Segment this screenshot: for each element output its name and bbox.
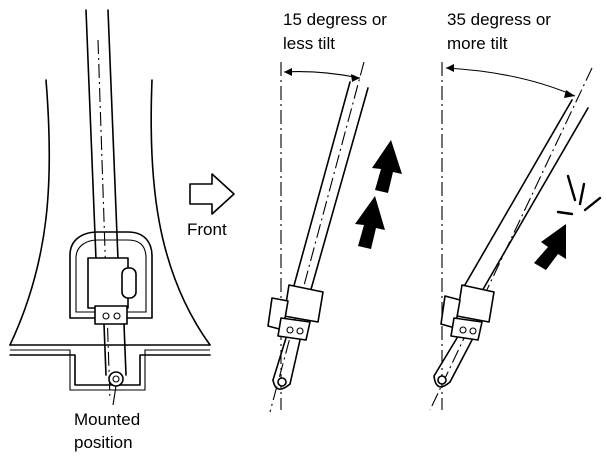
impact-rays-icon (556, 174, 602, 216)
body-outline-right (150, 79, 211, 346)
tube-right-edge (107, 9, 119, 261)
shaft-15-left (272, 337, 287, 381)
floor-line-lower (9, 354, 211, 386)
mounted-leader (112, 385, 117, 406)
rod-35-left (461, 99, 573, 291)
shaft-35-end (433, 375, 451, 388)
right-tilt-label-line2: more tilt (447, 34, 508, 53)
pivot-pin-inner (112, 375, 120, 383)
up-arrow-icon-1 (372, 140, 402, 193)
left-tilt-label-line1: 15 degress or (283, 10, 387, 29)
right-tilt-label-line1: 35 degress or (447, 10, 551, 29)
arc-arrowhead-15a (284, 68, 292, 76)
tilt-35-assembly (429, 62, 593, 411)
mounted-label-line2: position (74, 433, 133, 452)
hinge-housing (69, 231, 153, 319)
pivot-pin (108, 371, 124, 387)
rod-15-right (307, 87, 369, 301)
rod-15-centerline (269, 61, 365, 413)
rod-35-right (477, 107, 589, 299)
clamp-15 (283, 284, 324, 323)
front-arrow-icon (189, 173, 235, 215)
clamp-35-base (450, 317, 483, 341)
shaft-35-right (449, 339, 473, 383)
angle-arc-35 (445, 67, 576, 97)
pivot-15 (277, 377, 287, 387)
tube-centerline (97, 39, 111, 401)
clamp-base (94, 305, 128, 325)
arc-arrowhead-15b (351, 74, 360, 82)
tube-left-edge (85, 9, 97, 261)
arc-arrowhead-35a (446, 64, 454, 72)
shaft-15-end (272, 379, 291, 390)
tilt-15-assembly (267, 61, 369, 413)
floor-line-mid (10, 349, 210, 391)
bolt-15-1 (286, 326, 294, 334)
clamp-knob (121, 267, 137, 299)
shaft-15-right (289, 339, 301, 385)
shaft-right-edge (123, 323, 127, 376)
arc-arrowhead-35b (564, 90, 575, 98)
hinge-housing-inner (75, 239, 147, 313)
angle-arc-15 (283, 71, 361, 79)
bolt-2 (113, 312, 121, 320)
body-outline-left (9, 79, 51, 346)
bolt-1 (102, 312, 110, 320)
rod-15-left (289, 81, 351, 301)
left-tilt-label-line2: less tilt (283, 34, 335, 53)
mounted-label-line1: Mounted (74, 410, 140, 429)
clamp-15-base (277, 317, 311, 341)
bolt-35-2 (469, 327, 477, 335)
up-arrow-icon-3 (534, 224, 566, 270)
front-label: Front (187, 220, 227, 239)
bolt-15-2 (296, 327, 304, 335)
shaft-left-edge (103, 323, 107, 376)
up-arrow-icon-2 (355, 196, 385, 249)
bolt-35-1 (459, 326, 467, 334)
rod-35-centerline (429, 67, 593, 411)
clamp-35 (456, 284, 495, 323)
pivot-35 (437, 375, 447, 385)
mounted-assembly (9, 9, 211, 406)
shaft-35-left (433, 337, 458, 377)
